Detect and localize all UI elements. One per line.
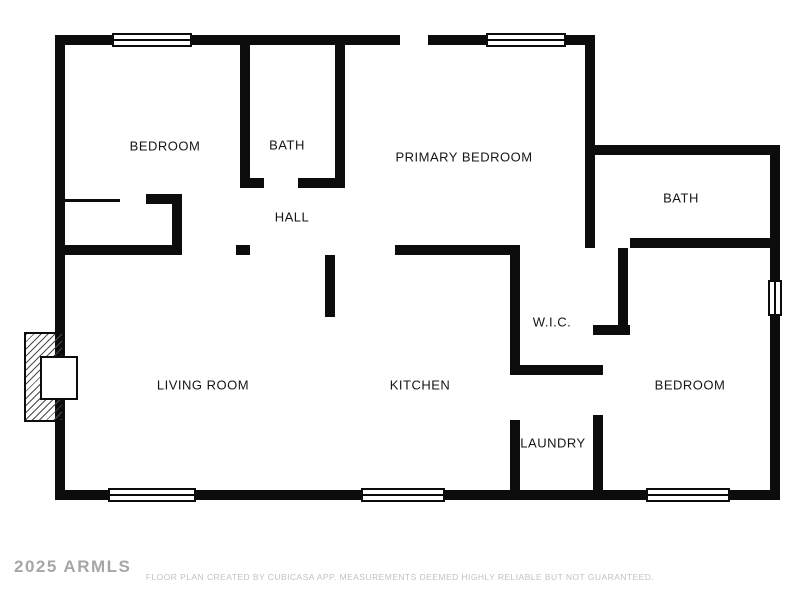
wall-primary-bottom xyxy=(395,245,520,255)
room-label-kitchen: KITCHEN xyxy=(389,377,451,393)
exterior-wall-right xyxy=(770,145,780,500)
wall-bedroom-bottom xyxy=(60,245,178,255)
window-symbol xyxy=(486,33,566,47)
wall-bedroom-left-stub xyxy=(593,325,630,335)
room-label-hall: HALL xyxy=(274,209,310,225)
wall-closet-side xyxy=(172,194,182,255)
window-symbol xyxy=(361,488,445,502)
footer-disclaimer: FLOOR PLAN CREATED BY CUBICASA APP. MEAS… xyxy=(145,572,655,582)
wall-hall-stub xyxy=(236,245,250,255)
wall-wic-laundry-divider xyxy=(510,365,603,375)
wall-laundry-right xyxy=(593,415,603,500)
closet-rod-line xyxy=(64,199,120,202)
room-label-bedroom-bottom-right: BEDROOM xyxy=(654,377,726,393)
exterior-wall-wing-top xyxy=(585,145,780,155)
wall-bedroom-bath-divider xyxy=(240,45,250,185)
wall-bath-right-bottom xyxy=(630,238,780,248)
window-symbol xyxy=(112,33,192,47)
wall-bath-bottom-right xyxy=(298,178,345,188)
wall-laundry-left-lower xyxy=(510,420,520,500)
room-label-bath-right: BATH xyxy=(663,190,699,206)
exterior-wall-left xyxy=(55,35,65,500)
wall-bedroom-left-upper xyxy=(618,248,628,333)
window-symbol xyxy=(108,488,196,502)
room-label-primary-bedroom: PRIMARY BEDROOM xyxy=(395,149,533,165)
room-label-wic: W.I.C. xyxy=(532,314,572,330)
wall-closet-top xyxy=(146,194,182,204)
armls-watermark: 2025 ARMLS xyxy=(14,557,132,576)
room-label-bedroom-top-left: BEDROOM xyxy=(129,138,201,154)
wall-primary-bath-divider xyxy=(585,155,595,248)
exterior-wall-top-left xyxy=(55,35,400,45)
fireplace-firebox xyxy=(40,356,78,400)
exterior-wall-right-upper xyxy=(585,35,595,155)
window-symbol xyxy=(768,280,782,316)
wall-bath-primary-divider xyxy=(335,45,345,188)
wall-bath-bottom-left xyxy=(240,178,264,188)
wall-kitchen-living-divider xyxy=(325,255,335,317)
room-label-living-room: LIVING ROOM xyxy=(156,377,250,393)
room-label-laundry: LAUNDRY xyxy=(520,435,586,451)
wall-wic-left xyxy=(510,245,520,370)
room-label-bath-top: BATH xyxy=(269,137,305,153)
window-symbol xyxy=(646,488,730,502)
